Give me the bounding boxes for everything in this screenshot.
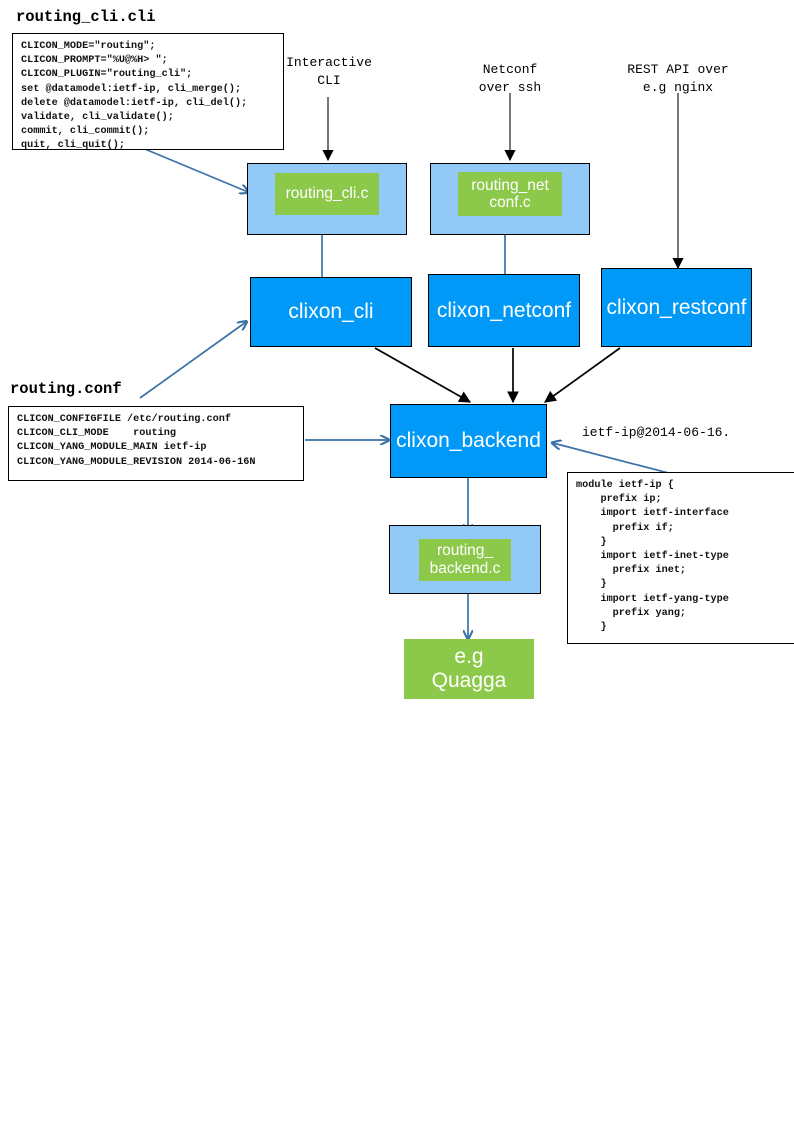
plugin-routing-backend-c[interactable]: routing_ backend.c (419, 538, 511, 581)
plugin-container-cli[interactable]: routing_cli.c (247, 163, 407, 235)
input-label-rest-api: REST API over e.g nginx (627, 62, 729, 95)
config-title: routing.conf (10, 380, 122, 398)
plugin-routing-cli-c[interactable]: routing_cli.c (275, 173, 379, 215)
arrow-conf-to-clixoncli (139, 322, 246, 399)
daemon-clixon-cli[interactable]: clixon_cli (250, 277, 412, 347)
plugin-routing-netconf-c[interactable]: routing_net conf.c (458, 172, 562, 216)
daemon-clixon-backend[interactable]: clixon_backend (390, 404, 547, 478)
target-quagga[interactable]: e.g Quagga (404, 639, 534, 699)
input-label-netconf-ssh: Netconf over ssh (478, 62, 542, 95)
daemon-clixon-netconf[interactable]: clixon_netconf (428, 274, 580, 347)
cli-spec-box: CLICON_MODE="routing"; CLICON_PROMPT="%U… (12, 33, 284, 150)
arrow-cli-to-backend (374, 347, 472, 403)
cli-spec-title: routing_cli.cli (16, 8, 156, 26)
input-label-interactive-cli: Interactive CLI (286, 55, 372, 88)
yang-title: ietf-ip@2014-06-16. (582, 425, 731, 440)
config-box: CLICON_CONFIGFILE /etc/routing.conf CLIC… (8, 406, 304, 481)
yang-box: module ietf-ip { prefix ip; import ietf-… (567, 472, 794, 644)
arrow-restconf-to-backend (544, 347, 621, 403)
plugin-container-backend[interactable]: routing_ backend.c (389, 525, 541, 594)
daemon-clixon-restconf[interactable]: clixon_restconf (601, 268, 752, 347)
plugin-container-netconf[interactable]: routing_net conf.c (430, 163, 590, 235)
arrow-clispec-to-plugin (139, 146, 248, 192)
